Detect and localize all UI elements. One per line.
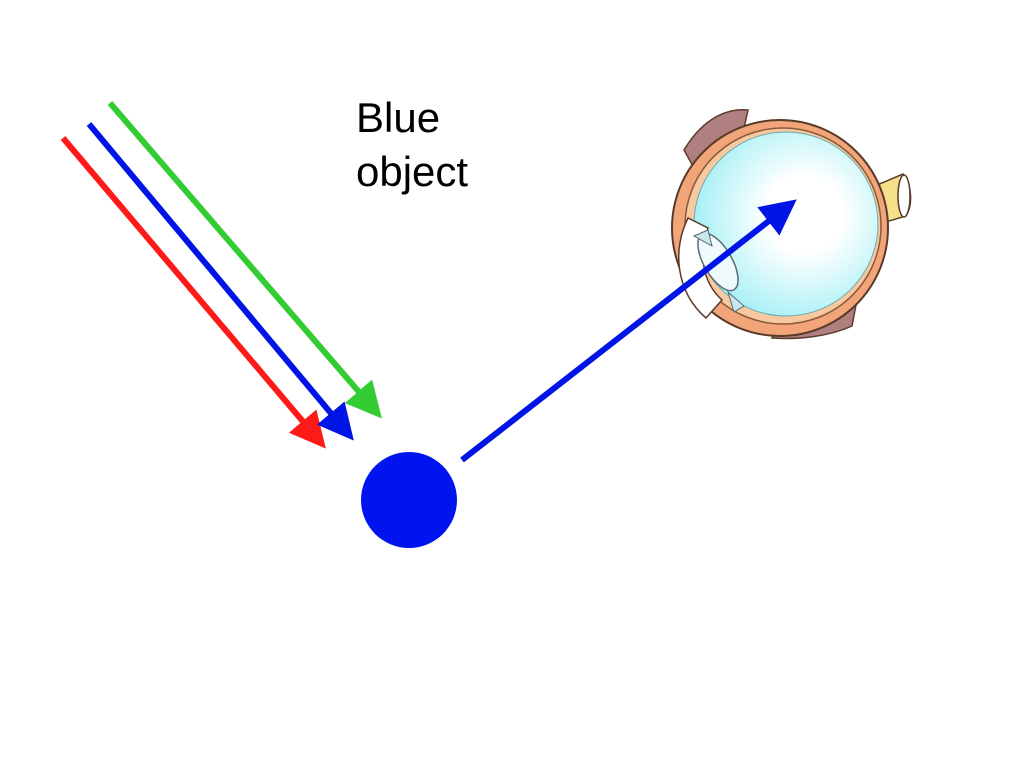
blue-light-ray <box>86 122 354 441</box>
eye-iris-lower <box>727 290 745 313</box>
red-light-ray <box>60 136 326 449</box>
blue-object-ball-icon <box>361 452 457 548</box>
eyeball-cross-section-icon <box>671 109 912 340</box>
object-label-line-1: Blue <box>356 94 440 141</box>
object-label-line-2: object <box>356 148 468 195</box>
green-light-ray <box>107 101 382 419</box>
eye-iris-upper <box>692 229 713 247</box>
optic-nerve-end <box>897 174 911 218</box>
eye-vitreous <box>693 131 879 317</box>
reflected-blue-ray <box>460 199 797 463</box>
